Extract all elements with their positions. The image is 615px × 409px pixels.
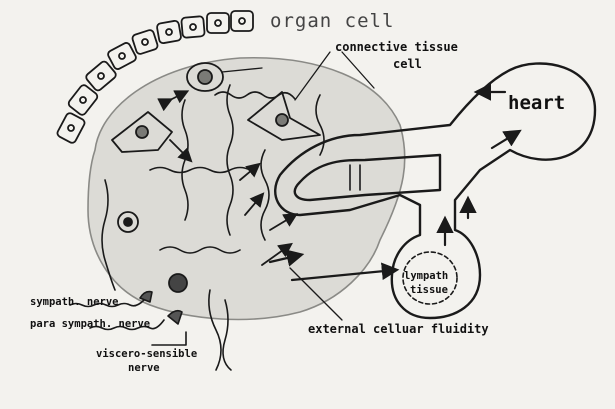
organ-cell-label: organ cell <box>270 10 394 32</box>
lympath-label-2: tissue <box>410 284 448 296</box>
viscero-sensible-label-1: viscero-sensible <box>96 348 197 360</box>
viscero-sensible-label-2: nerve <box>128 362 160 374</box>
connective-tissue-label-1: connective tissue <box>335 40 458 54</box>
tissue-region <box>88 58 405 320</box>
heart-label: heart <box>508 92 565 114</box>
external-fluidity-label: external celluar fluidity <box>308 322 489 336</box>
para-sympath-nerve-label: para sympath. nerve <box>30 318 150 330</box>
sympath-nerve-label: sympath. nerve <box>30 296 119 308</box>
lympath-label-1: lympath <box>404 270 448 282</box>
connective-tissue-label-2: cell <box>393 57 422 71</box>
